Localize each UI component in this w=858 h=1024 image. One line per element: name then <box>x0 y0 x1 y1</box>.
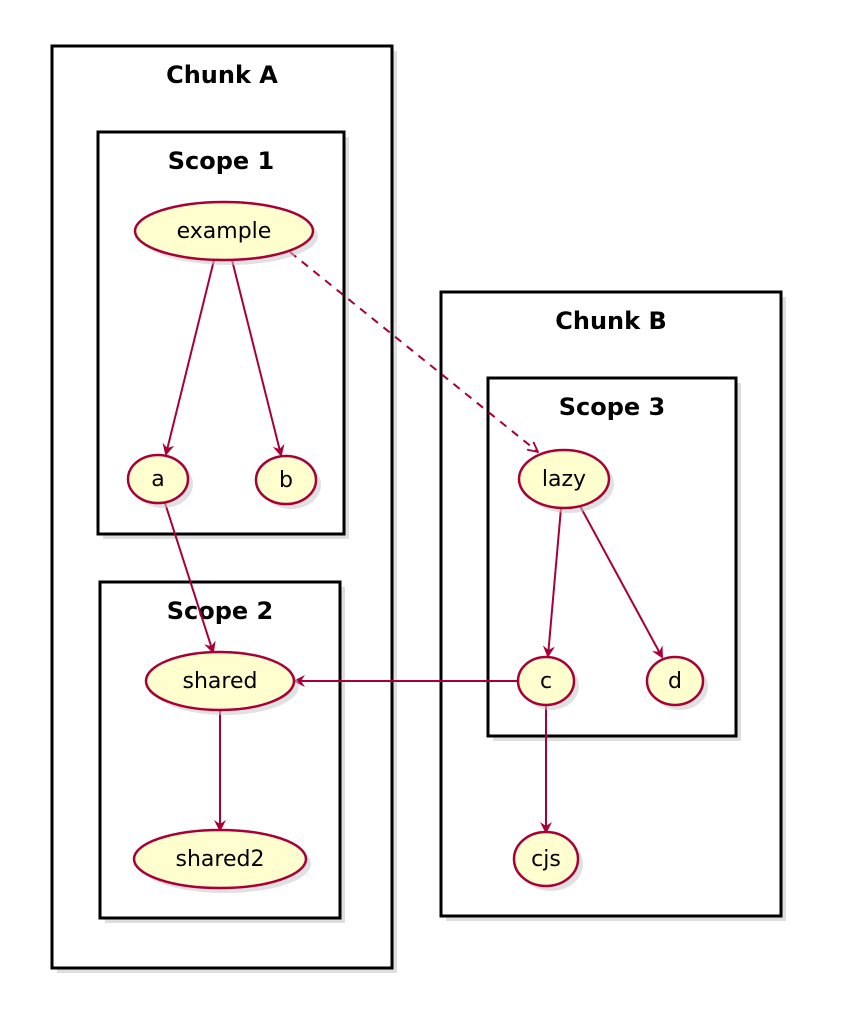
node-label-lazy: lazy <box>542 467 586 492</box>
node-b: b <box>254 454 321 509</box>
edge-example-to-b <box>231 259 285 457</box>
cluster-title-scope-2: Scope 2 <box>167 597 274 625</box>
edge-example-to-a <box>162 259 215 456</box>
node-cjs: cjs <box>512 830 583 891</box>
node-a: a <box>126 453 193 508</box>
node-label-example: example <box>177 219 272 244</box>
node-label-a: a <box>151 467 164 492</box>
node-label-d: d <box>668 669 682 694</box>
node-d: d <box>645 655 708 710</box>
node-label-shared2: shared2 <box>176 847 265 872</box>
cluster-title-chunk-a: Chunk A <box>166 61 278 89</box>
node-label-c: c <box>540 669 552 694</box>
node-shared2: shared2 <box>132 828 311 893</box>
edge-lazy-to-c <box>542 507 562 658</box>
cluster-title-scope-3: Scope 3 <box>559 393 666 421</box>
node-lazy: lazy <box>517 448 614 513</box>
node-label-cjs: cjs <box>531 847 561 872</box>
node-label-shared: shared <box>183 669 258 694</box>
cluster-title-chunk-b: Chunk B <box>555 307 666 335</box>
node-shared: shared <box>144 650 299 715</box>
node-example: example <box>133 200 318 265</box>
cluster-title-scope-1: Scope 1 <box>168 147 275 175</box>
edge-a-to-shared <box>164 502 216 654</box>
node-label-b: b <box>279 468 293 493</box>
node-c: c <box>516 655 579 710</box>
edge-lazy-to-d <box>579 505 663 659</box>
